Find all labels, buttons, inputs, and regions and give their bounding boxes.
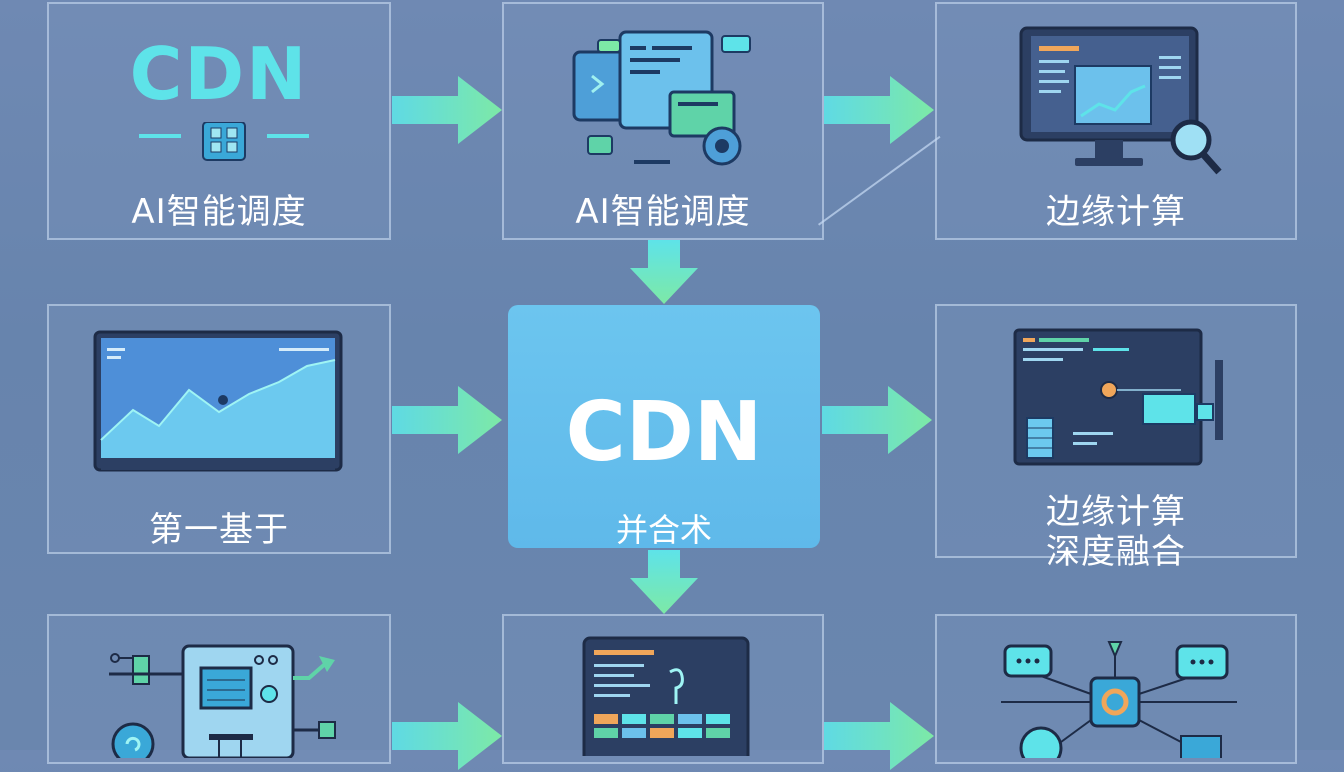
cdn-node-icon: [139, 122, 309, 161]
card-label: AI智能调度: [131, 192, 307, 232]
arrow-right-icon: [822, 386, 932, 454]
cdn-logo: CDN: [129, 32, 309, 116]
network-hub-icon: [1001, 641, 1237, 758]
arrow-right-icon: [392, 702, 502, 770]
card-top-mid: AI智能调度: [502, 2, 824, 240]
card-bottom-mid: [502, 614, 824, 764]
card-top-right: 边缘计算: [935, 2, 1297, 240]
card-mid-right: 边缘计算 深度融合: [935, 304, 1297, 572]
center-subtitle: 并合术: [615, 511, 712, 549]
center-title: CDN: [565, 385, 763, 480]
code-window-gear-icon: [572, 30, 751, 166]
arrow-down-icon: [630, 240, 698, 304]
arrow-right-icon: [824, 702, 934, 770]
card-bottom-left: [47, 614, 391, 764]
card-label: 第一基于: [149, 510, 289, 550]
card-label-line2: 深度融合: [1046, 532, 1186, 572]
arrow-right-icon: [824, 76, 934, 144]
monitor-search-icon: [1019, 26, 1222, 175]
circuit-board-icon: [109, 644, 336, 758]
card-bottom-right: [935, 614, 1297, 764]
arrow-right-icon: [392, 76, 502, 144]
center-cdn-node: CDN 并合术: [508, 305, 820, 549]
card-label-line1: 边缘计算: [1046, 492, 1186, 532]
arrow-down-icon: [630, 550, 698, 614]
connector-line: [818, 135, 941, 226]
monitor-chart-icon: [93, 330, 343, 472]
dashboard-icon: [1013, 328, 1223, 466]
code-editor-icon: [582, 636, 750, 756]
arrow-right-icon: [392, 386, 502, 454]
card-label: 边缘计算: [1046, 192, 1186, 232]
card-label: AI智能调度: [575, 192, 751, 232]
card-top-left: CDN AI智能调度: [47, 2, 391, 240]
card-mid-left: 第一基于: [47, 304, 391, 554]
